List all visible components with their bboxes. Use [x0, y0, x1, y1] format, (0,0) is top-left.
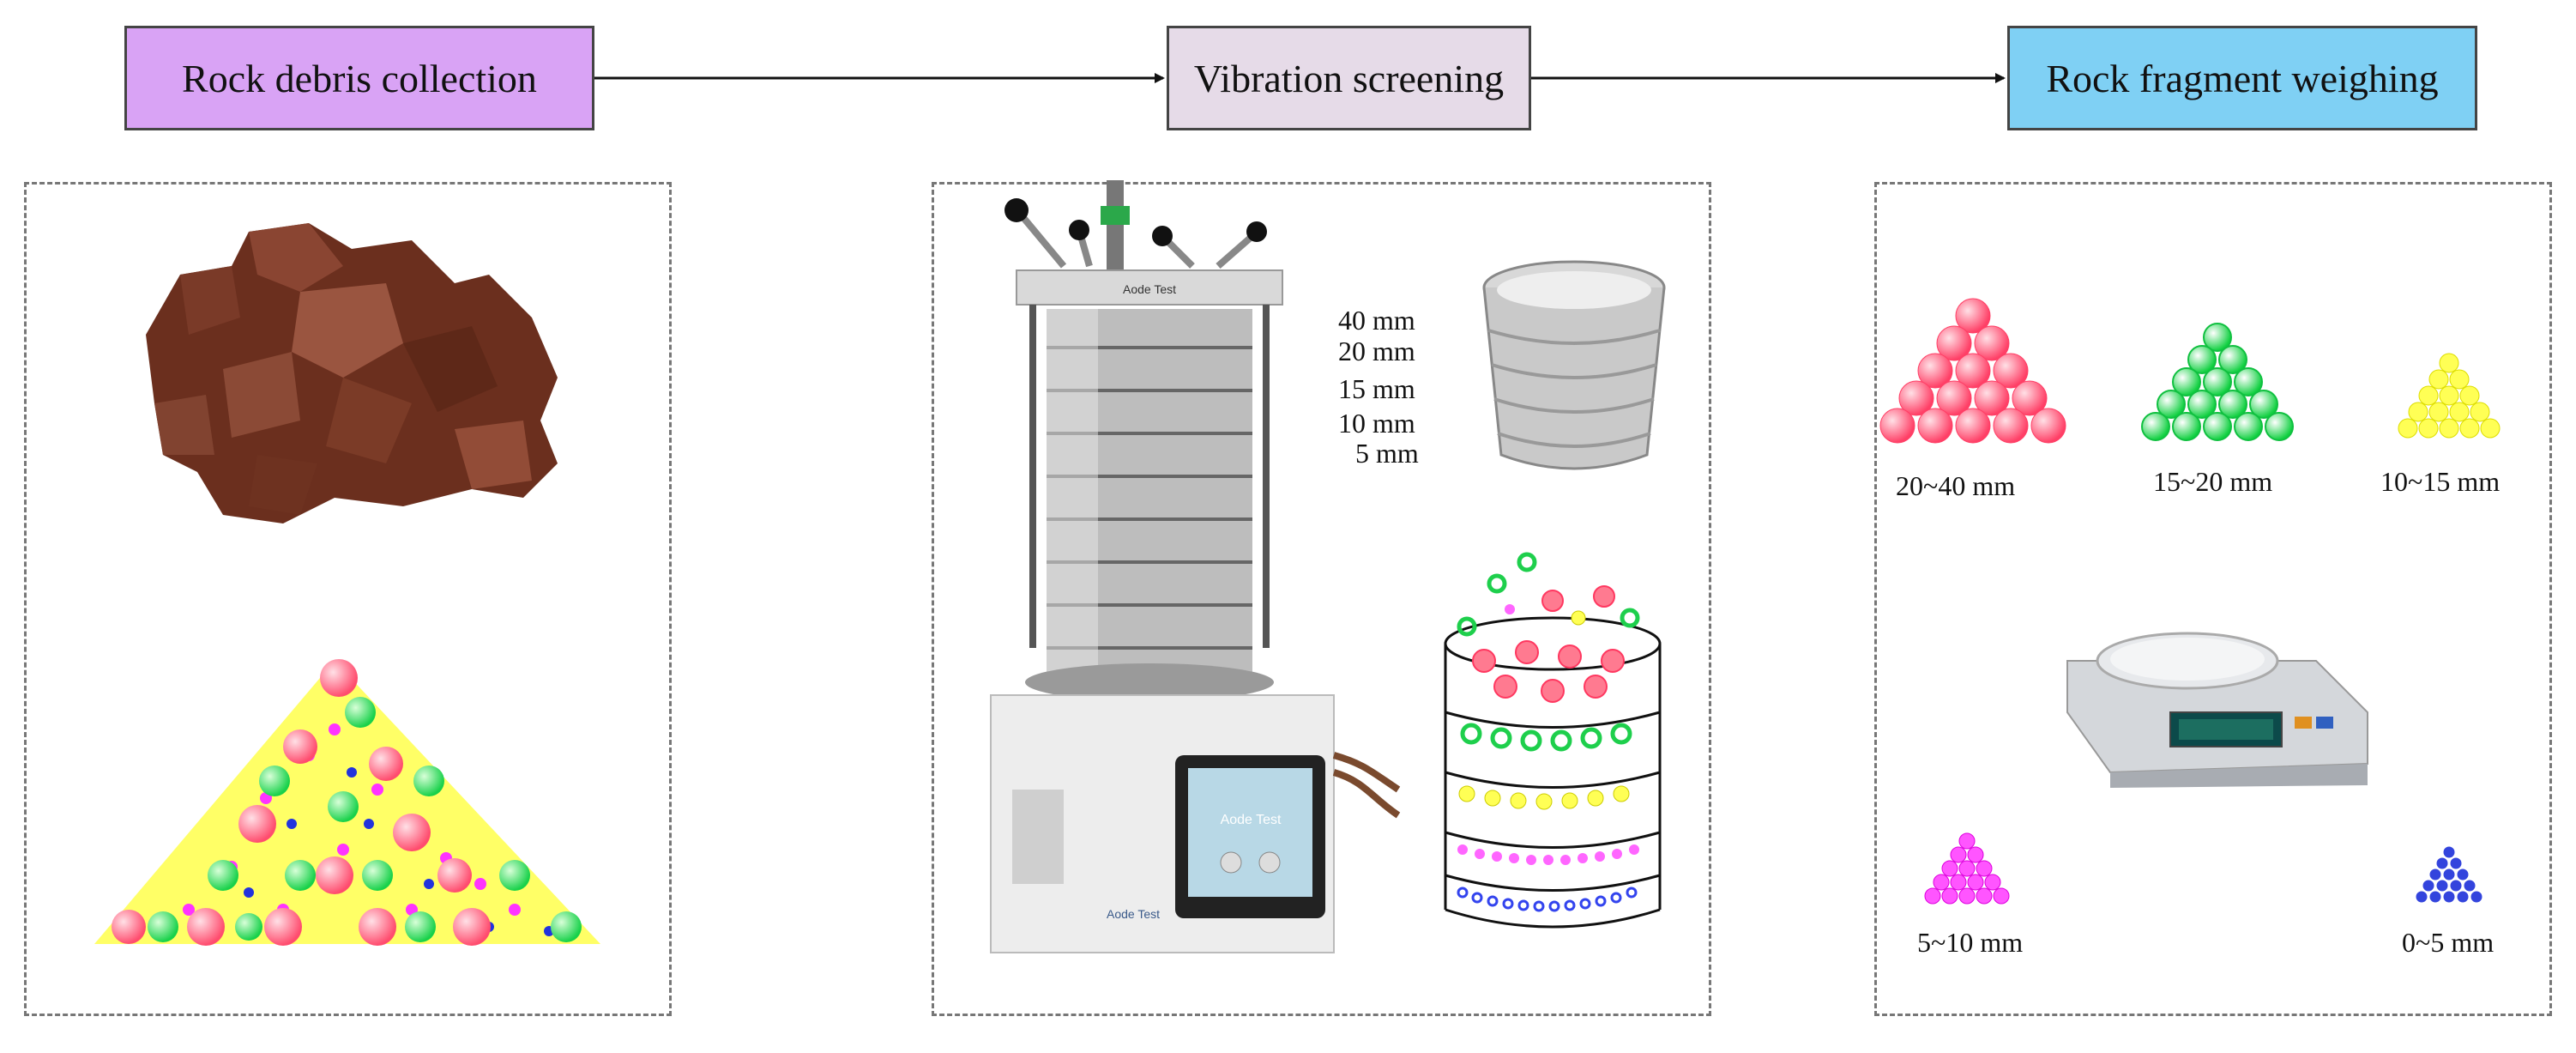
sieve-size-40: 40 mm	[1338, 305, 1415, 336]
electronic-balance-photo	[2066, 632, 2368, 788]
panel-weighing	[1874, 182, 2552, 1016]
step-vibration-screening: Vibration screening	[1167, 26, 1531, 130]
step-label: Rock debris collection	[182, 56, 537, 100]
sieve-size-20: 20 mm	[1338, 336, 1415, 366]
step-label: Vibration screening	[1193, 56, 1505, 100]
sieve-size-10: 10 mm	[1338, 408, 1415, 439]
sieve-size-5: 5 mm	[1355, 438, 1419, 469]
step-rock-debris-collection: Rock debris collection	[124, 26, 594, 130]
pile-0-5mm	[2415, 845, 2483, 904]
pile-20-40mm	[1879, 298, 2066, 444]
pile-5-10mm	[1924, 832, 2010, 905]
brand-top: Aode Test	[1123, 282, 1176, 296]
pile-15-20mm	[2141, 323, 2294, 441]
rock-debris-photo	[146, 223, 558, 523]
label-10-15mm: 10~15 mm	[2380, 466, 2501, 497]
sieve-size-15: 15 mm	[1338, 373, 1415, 404]
step-label: Rock fragment weighing	[2046, 56, 2439, 100]
mixed-particle-pile	[94, 659, 600, 946]
brand-display: Aode Test	[1221, 813, 1282, 827]
layered-sieve-illustration	[1444, 552, 1662, 929]
sieve-shaker-photo: Aode Test Aode Test Aode Test	[990, 180, 1401, 953]
pile-10-15mm	[2398, 353, 2501, 439]
sieve-stack-photo	[1482, 260, 1666, 470]
brand-front: Aode Test	[1107, 907, 1160, 921]
panel-collection	[24, 182, 672, 1016]
step-rock-fragment-weighing: Rock fragment weighing	[2007, 26, 2477, 130]
label-0-5mm: 0~5 mm	[2402, 927, 2495, 958]
panel-screening	[932, 182, 1711, 1016]
label-5-10mm: 5~10 mm	[1917, 927, 2024, 958]
flow-arrows	[594, 73, 2006, 83]
label-15-20mm: 15~20 mm	[2153, 466, 2273, 497]
label-20-40mm: 20~40 mm	[1896, 470, 2016, 501]
